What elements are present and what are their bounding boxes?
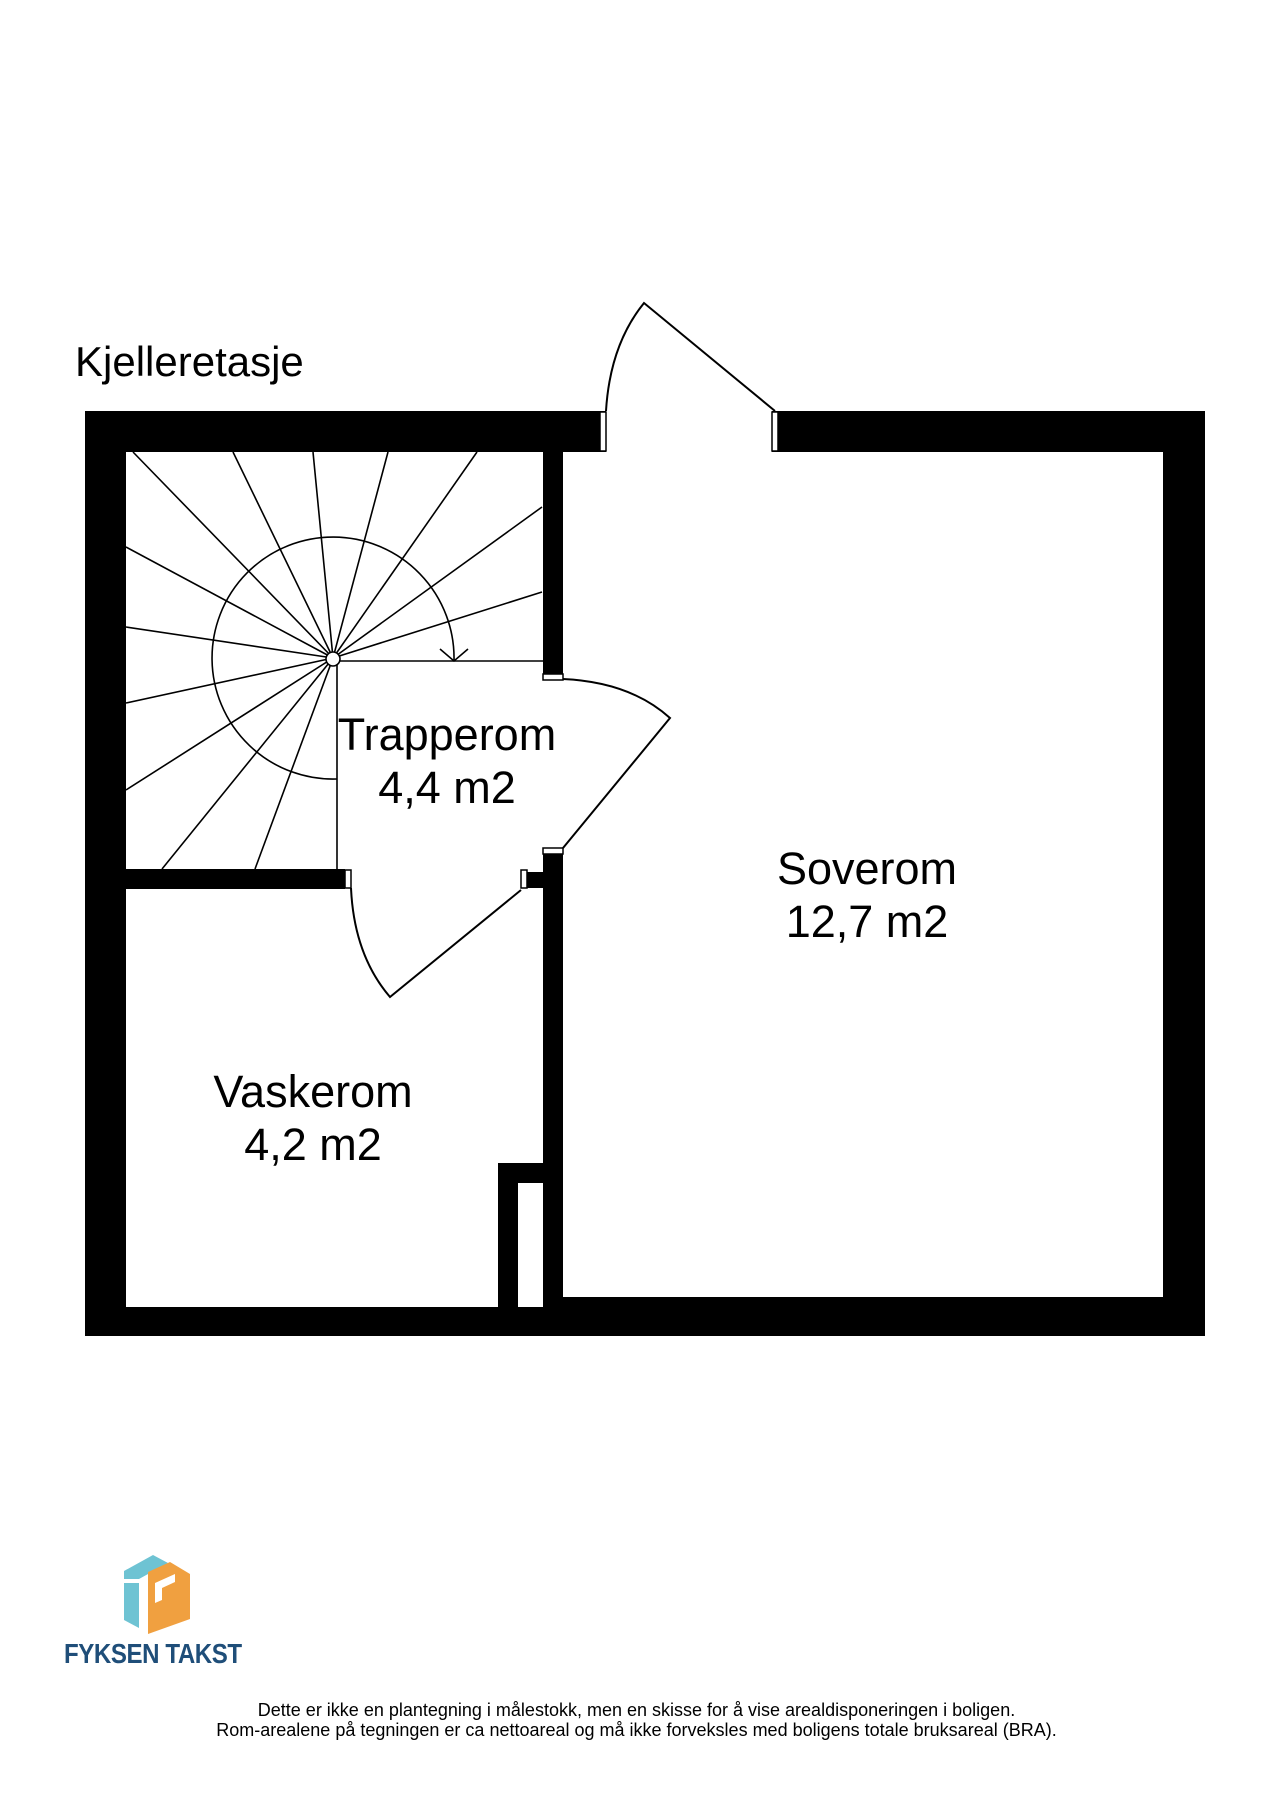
door-entry-swing-icon (605, 301, 776, 412)
wall-left (85, 411, 126, 1336)
door-jambs (344, 411, 779, 1307)
wall-stub (527, 872, 543, 888)
wall-stair-bottom (126, 869, 345, 889)
wall-middle-upper (543, 452, 563, 679)
disclaimer-line-2: Rom-arealene på tegningen er ca nettoare… (216, 1720, 1057, 1740)
disclaimer-line-1: Dette er ikke en plantegning i målestokk… (257, 1700, 1016, 1720)
wall-middle-lower (543, 848, 563, 1308)
jamb-lower-left (344, 869, 352, 889)
wall-bottom-left (85, 1307, 565, 1336)
door-vaskerom-swing-icon (350, 887, 522, 999)
jamb-lower-right (520, 869, 528, 889)
room-area: 4,4 m2 (378, 762, 516, 813)
wall-top-right (772, 411, 1205, 452)
doors (350, 301, 776, 999)
room-area: 4,2 m2 (244, 1119, 382, 1170)
door-soverom-swing-icon (562, 678, 672, 849)
jamb-right-bottom (542, 847, 564, 855)
wall-bottom-right (543, 1297, 1205, 1336)
jamb-right-top (542, 673, 564, 681)
room-name: Vaskerom (213, 1066, 413, 1117)
jamb-entry-right (771, 411, 779, 452)
staircase-icon (125, 451, 543, 870)
fyksen-takst-logo-icon (124, 1555, 190, 1634)
brand-name: FYKSEN TAKST (64, 1638, 242, 1669)
room-label-vaskerom: Vaskerom 4,2 m2 (213, 1065, 412, 1171)
jamb-entry-left (599, 411, 607, 452)
room-area: 12,7 m2 (785, 896, 949, 947)
walls (85, 411, 1205, 1336)
room-name: Soverom (776, 843, 958, 894)
floor-title: Kjelleretasje (75, 338, 304, 385)
disclaimer: Dette er ikke en plantegning i målestokk… (0, 1700, 1273, 1740)
shaft-inner (518, 1183, 543, 1307)
room-name: Trapperom (337, 709, 557, 760)
wall-right (1163, 411, 1205, 1336)
room-label-trapperom: Trapperom 4,4 m2 (338, 708, 556, 814)
room-label-soverom: Soverom 12,7 m2 (777, 842, 957, 948)
wall-top-left (85, 411, 606, 452)
